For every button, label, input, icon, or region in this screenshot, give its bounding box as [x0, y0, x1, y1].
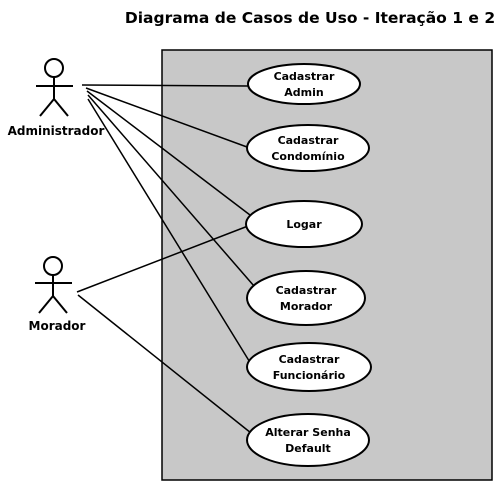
use-cases-layer: CadastrarAdminCadastrarCondomínioLogarCa… [245, 63, 372, 467]
stick-figure-icon [35, 256, 72, 314]
use-case-ellipse [247, 63, 361, 105]
association-admin-uc2 [85, 87, 248, 148]
use-case-label: Logar [286, 218, 322, 231]
use-case-label: Funcionário [273, 369, 346, 382]
use-case-ellipse [246, 413, 370, 467]
use-case-ellipse [245, 200, 363, 248]
stick-figure-icon [36, 58, 73, 117]
use-case-label: Condomínio [271, 150, 345, 163]
association-admin-uc4 [87, 94, 255, 287]
use-case-label: Admin [284, 86, 323, 99]
use-case-ellipse [246, 124, 370, 172]
association-admin-uc3 [86, 90, 251, 216]
actor-label: Administrador [8, 124, 105, 138]
actor-morador: Morador [29, 256, 86, 333]
association-morador-uc3 [76, 225, 249, 293]
use-case-label: Alterar Senha [265, 426, 351, 439]
use-case-label: Cadastrar [276, 284, 337, 297]
diagram-title: Diagrama de Casos de Uso - Iteração 1 e … [125, 9, 495, 27]
actor-administrador: Administrador [8, 58, 105, 138]
use-case-uc3: Logar [245, 200, 363, 248]
use-case-ellipse [246, 342, 372, 392]
associations-layer [76, 84, 255, 434]
use-case-label: Cadastrar [279, 353, 340, 366]
association-admin-uc1 [81, 84, 249, 87]
use-case-label: Default [285, 442, 331, 455]
use-case-ellipse [246, 270, 366, 326]
use-case-label: Cadastrar [278, 134, 339, 147]
use-case-label: Morador [280, 300, 333, 313]
association-morador-uc6 [77, 294, 252, 434]
actor-label: Morador [29, 319, 86, 333]
use-case-label: Cadastrar [274, 70, 335, 83]
association-admin-uc5 [87, 98, 252, 365]
system-boundary [161, 49, 493, 481]
